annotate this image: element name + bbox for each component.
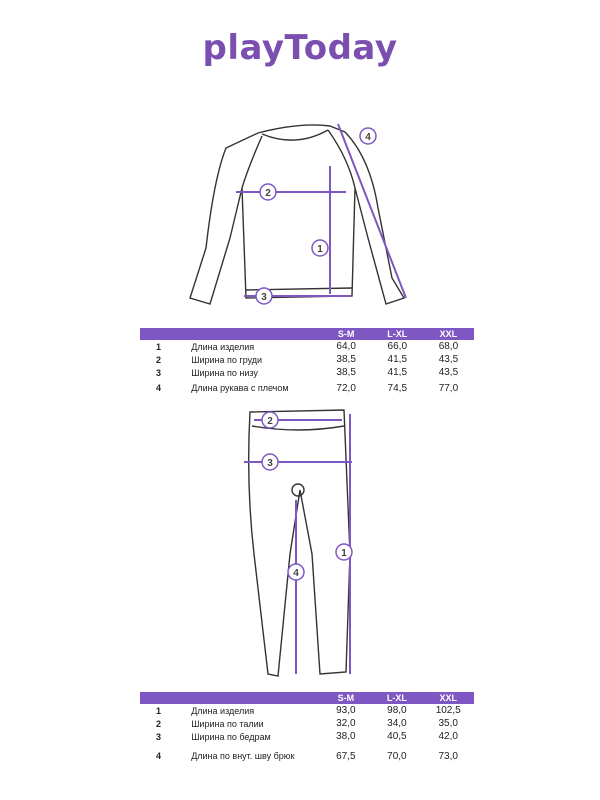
top-marker-4-label: 4 bbox=[365, 132, 371, 143]
row-value: 43,5 bbox=[438, 354, 459, 365]
row-label: Длина по внут. шву брюк bbox=[191, 750, 295, 761]
top-marker-3-label: 3 bbox=[261, 292, 267, 303]
row-value: 34,0 bbox=[387, 718, 407, 729]
row-label: Ширина по бедрам bbox=[191, 731, 271, 742]
table-header-row: S-M L-XL XXL bbox=[140, 328, 474, 340]
pants-marker-3-label: 3 bbox=[267, 458, 273, 469]
pants-marker-2: 2 bbox=[261, 411, 279, 429]
column-header: XXL bbox=[422, 692, 474, 704]
row-value: 72,0 bbox=[336, 382, 356, 394]
row-value: 73,0 bbox=[438, 750, 458, 762]
top-collar bbox=[261, 129, 329, 141]
table-row: 2 Ширина по талии 32,0 34,0 35,0 bbox=[140, 717, 474, 730]
top-outline bbox=[189, 124, 406, 305]
table-row: 1 Длина изделия 64,0 66,0 68,0 bbox=[140, 340, 474, 353]
column-header: L-XL bbox=[371, 692, 423, 704]
row-label: Ширина по низу bbox=[191, 367, 258, 378]
table-row: 3 Ширина по низу 38,5 41,5 43,5 bbox=[140, 366, 474, 379]
row-number: 1 bbox=[156, 705, 162, 716]
brand-logo-text: playToday bbox=[202, 28, 398, 68]
row-value: 35,0 bbox=[438, 718, 458, 729]
row-number: 3 bbox=[156, 731, 162, 742]
table-header-row: S-M L-XL XXL bbox=[140, 692, 474, 704]
row-label: Длина изделия bbox=[191, 705, 255, 716]
row-value: 38,0 bbox=[336, 731, 356, 742]
row-value: 66,0 bbox=[387, 341, 408, 352]
pants-marker-3: 3 bbox=[261, 453, 279, 471]
table-row: 3 Ширина по бедрам 38,0 40,5 42,0 bbox=[140, 730, 474, 743]
row-value: 67,5 bbox=[336, 750, 356, 762]
row-number: 3 bbox=[156, 367, 162, 378]
row-label: Длина рукава с плечом bbox=[191, 383, 289, 393]
row-label: Длина изделия bbox=[191, 341, 255, 352]
left-raglan bbox=[241, 135, 263, 189]
top-marker-2: 2 bbox=[259, 183, 277, 201]
column-header: S-M bbox=[320, 328, 372, 340]
pants-waistband bbox=[251, 425, 345, 431]
brand-logo: playToday bbox=[0, 28, 600, 68]
row-value: 42,0 bbox=[438, 731, 458, 742]
row-value: 70,0 bbox=[387, 750, 407, 762]
row-value: 74,5 bbox=[387, 382, 408, 394]
row-value: 64,0 bbox=[336, 341, 356, 352]
row-number: 2 bbox=[156, 354, 162, 365]
row-number: 2 bbox=[156, 718, 162, 729]
top-marker-4: 4 bbox=[359, 127, 377, 145]
table-row: 1 Длина изделия 93,0 98,0 102,5 bbox=[140, 704, 474, 717]
table-row: 2 Ширина по груди 38,5 41,5 43,5 bbox=[140, 353, 474, 366]
row-number: 4 bbox=[156, 751, 162, 761]
row-value: 68,0 bbox=[438, 341, 459, 352]
top-garment-diagram: 1 2 3 4 bbox=[189, 123, 407, 305]
pants-garment-diagram: 1 2 3 4 bbox=[244, 409, 353, 677]
pants-outline bbox=[247, 409, 351, 677]
crotch-detail bbox=[291, 483, 305, 497]
column-header: S-M bbox=[320, 692, 372, 704]
row-value: 98,0 bbox=[387, 705, 407, 716]
row-value: 77,0 bbox=[438, 382, 459, 394]
column-header: XXL bbox=[422, 328, 474, 340]
pants-marker-4-label: 4 bbox=[293, 568, 299, 579]
row-value: 93,0 bbox=[336, 705, 356, 716]
top-marker-3: 3 bbox=[255, 287, 273, 305]
pants-marker-4: 4 bbox=[287, 563, 305, 581]
top-size-table: S-M L-XL XXL 1 Длина изделия 64,0 66,0 6… bbox=[140, 328, 474, 397]
table-row: 4 Длина по внут. шву брюк 67,5 70,0 73,0 bbox=[140, 743, 474, 769]
row-value: 43,5 bbox=[438, 367, 459, 378]
row-label: Ширина по талии bbox=[191, 718, 264, 729]
top-marker-1: 1 bbox=[311, 239, 329, 257]
row-value: 41,5 bbox=[387, 354, 408, 365]
row-number: 4 bbox=[156, 383, 162, 393]
top-marker-1-label: 1 bbox=[317, 244, 323, 255]
table-row: 4 Длина рукава с плечом 72,0 74,5 77,0 bbox=[140, 379, 474, 397]
row-value: 38,5 bbox=[336, 354, 356, 365]
right-raglan bbox=[327, 129, 356, 189]
top-marker-2-label: 2 bbox=[265, 188, 271, 199]
row-value: 41,5 bbox=[387, 367, 408, 378]
row-value: 32,0 bbox=[336, 718, 356, 729]
row-label: Ширина по груди bbox=[191, 354, 263, 365]
row-value: 40,5 bbox=[387, 731, 407, 742]
pants-marker-1-label: 1 bbox=[341, 548, 347, 559]
pants-marker-2-label: 2 bbox=[267, 416, 273, 427]
pants-marker-1: 1 bbox=[335, 543, 353, 561]
pants-size-table: S-M L-XL XXL 1 Длина изделия 93,0 98,0 1… bbox=[140, 692, 474, 769]
column-header: L-XL bbox=[371, 328, 423, 340]
row-number: 1 bbox=[156, 341, 162, 352]
row-value: 38,5 bbox=[336, 367, 356, 378]
row-value: 102,5 bbox=[435, 705, 461, 716]
